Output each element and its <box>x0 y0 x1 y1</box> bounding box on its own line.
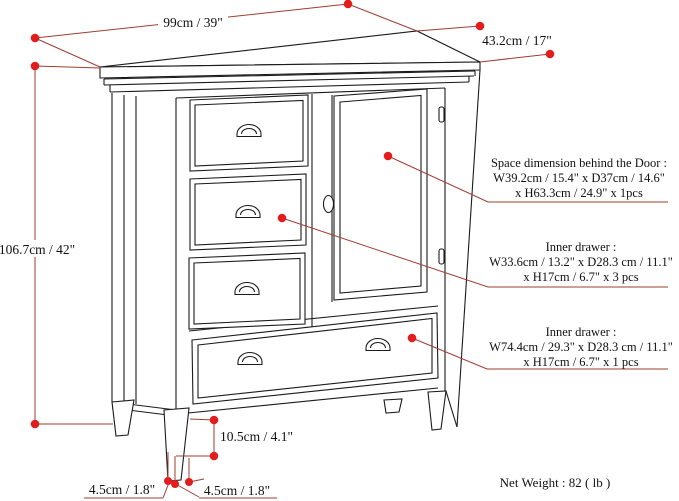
leg-size-right-label: 4.5cm / 1.8" <box>204 483 270 498</box>
drawer-2 <box>189 173 307 251</box>
annotation-door-space: Space dimension behind the Door : W39.2c… <box>383 151 668 203</box>
inner-drawer-small-line3: x H17cm / 6.7" x 3 pcs <box>523 270 638 284</box>
net-weight-label: Net Weight : 82 ( lb ) <box>500 475 611 490</box>
dimension-leg-size: 4.5cm / 1.8" 4.5cm / 1.8" <box>84 452 277 499</box>
top-width-label: 99cm / 39" <box>163 15 223 30</box>
front-left-leg <box>163 407 190 482</box>
inner-drawer-small-line1: Inner drawer : <box>546 240 617 254</box>
door-hinge-icon <box>438 106 445 123</box>
dimension-top-depth: 43.2cm / 17" <box>416 21 555 63</box>
cabinet-door <box>322 88 445 301</box>
leg-height-label: 10.5cm / 4.1" <box>220 429 293 444</box>
top-depth-label: 43.2cm / 17" <box>482 33 552 48</box>
cabinet-line-art <box>99 30 481 482</box>
annotation-inner-drawer-large: Inner drawer : W74.4cm / 29.3" x D28.3 c… <box>407 325 673 370</box>
bottom-drawer <box>191 312 439 405</box>
door-space-line2: W39.2cm / 15.4" x D37cm / 14.6" <box>493 171 665 185</box>
inner-drawer-small-line2: W33.6cm / 13.2" x D28.3 cm / 11.1" <box>489 255 673 269</box>
door-hinge-icon <box>438 248 445 265</box>
face-frame <box>175 87 446 415</box>
annotation-inner-drawer-small: Inner drawer : W33.6cm / 13.2" x D28.3 c… <box>277 213 673 288</box>
top-molding <box>103 70 476 93</box>
left-side-panel <box>111 93 177 417</box>
dimension-top-width: 99cm / 39" <box>30 0 418 68</box>
inner-drawer-large-line2: W74.4cm / 29.3" x D28.3 cm / 11.1" <box>489 340 673 354</box>
door-knob-icon <box>322 194 335 214</box>
front-right-leg <box>427 390 447 431</box>
height-label: 106.7cm / 42" <box>0 242 75 257</box>
door-space-line1: Space dimension behind the Door : <box>491 156 667 170</box>
cabinet-top-surface <box>99 30 481 68</box>
door-space-line3: x H63.3cm / 24.9" x 1pcs <box>515 186 643 200</box>
dimension-height: 106.7cm / 42" <box>0 61 113 429</box>
leg-size-left-label: 4.5cm / 1.8" <box>89 482 155 497</box>
drawer-3 <box>188 252 306 330</box>
inner-drawer-large-line1: Inner drawer : <box>546 325 617 339</box>
drawer-1 <box>189 94 309 172</box>
inner-drawer-large-line3: x H17cm / 6.7" x 1 pcs <box>523 355 638 369</box>
back-right-leg <box>383 398 403 414</box>
right-side-panel <box>445 69 481 428</box>
back-left-leg <box>111 399 135 437</box>
dimension-leg-height: 10.5cm / 4.1" <box>176 415 293 461</box>
